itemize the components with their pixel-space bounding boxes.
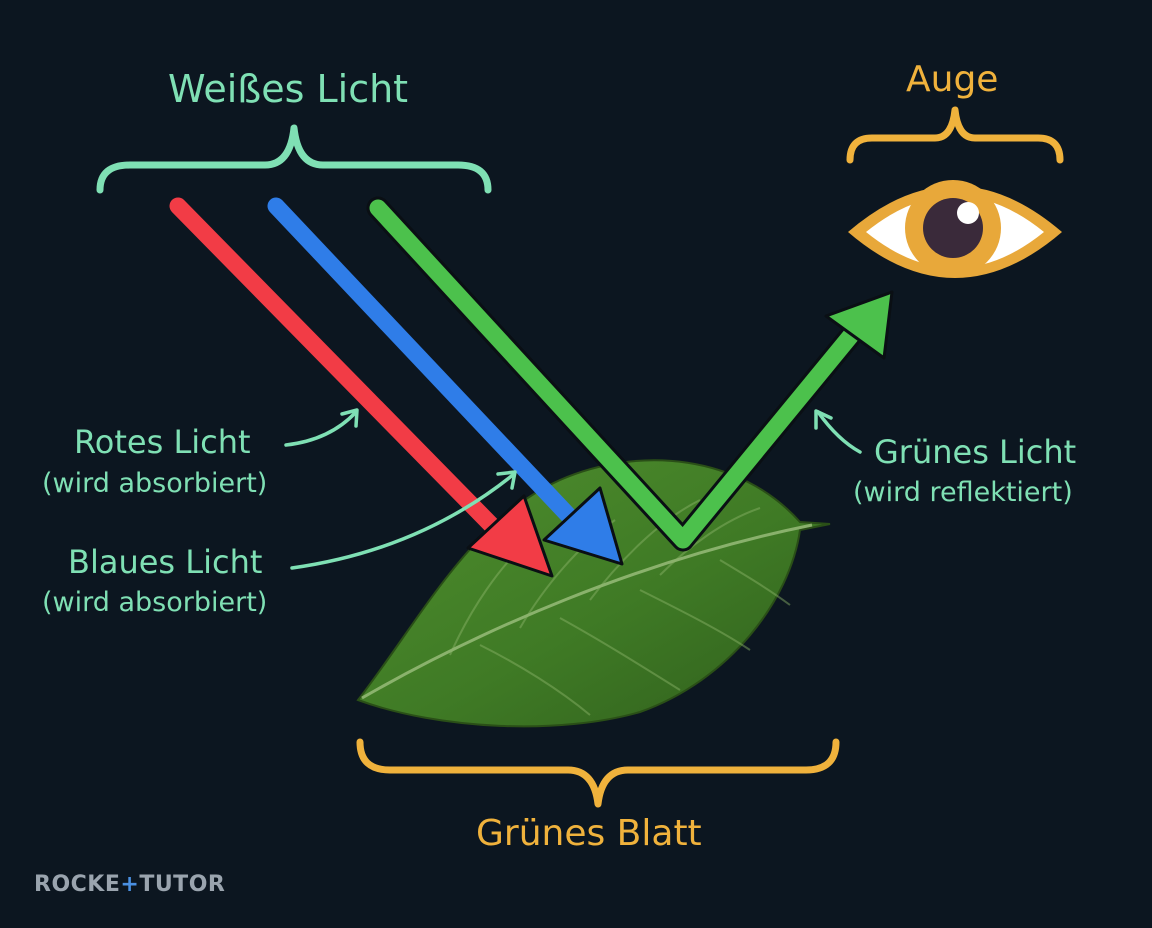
white-light-brace — [96, 124, 492, 194]
brand-logo: ROCKE+TUTOR — [34, 872, 225, 897]
logo-part-1: ROCKE — [34, 872, 121, 897]
leaf-brace — [356, 738, 840, 808]
leaf-image — [356, 459, 831, 728]
blue-label-pointer — [290, 472, 516, 570]
red-label-pointer-head — [340, 408, 359, 428]
red-light-ray — [169, 197, 554, 578]
leaf-label: Grünes Blatt — [476, 813, 702, 854]
white-light-label: Weißes Licht — [168, 67, 409, 111]
logo-plus: + — [120, 872, 140, 897]
eye-brace — [846, 106, 1064, 164]
green-label-pointer-head — [814, 409, 833, 430]
blue-label-pointer-head — [496, 470, 517, 490]
blue-light-label: Blaues Licht — [68, 543, 263, 581]
blue-light-note: (wird absorbiert) — [42, 587, 268, 618]
eye-icon — [848, 180, 1062, 278]
logo-part-2: TUTOR — [139, 872, 226, 897]
eye-label: Auge — [906, 59, 999, 100]
green-light-ray — [366, 196, 894, 552]
green-light-note: (wird reflektiert) — [853, 477, 1073, 508]
green-light-label: Grünes Licht — [874, 433, 1077, 471]
red-label-pointer — [284, 410, 358, 447]
red-light-label: Rotes Licht — [74, 423, 251, 461]
red-light-note: (wird absorbiert) — [42, 468, 268, 499]
blue-light-ray — [267, 197, 624, 566]
green-label-pointer — [816, 410, 862, 454]
